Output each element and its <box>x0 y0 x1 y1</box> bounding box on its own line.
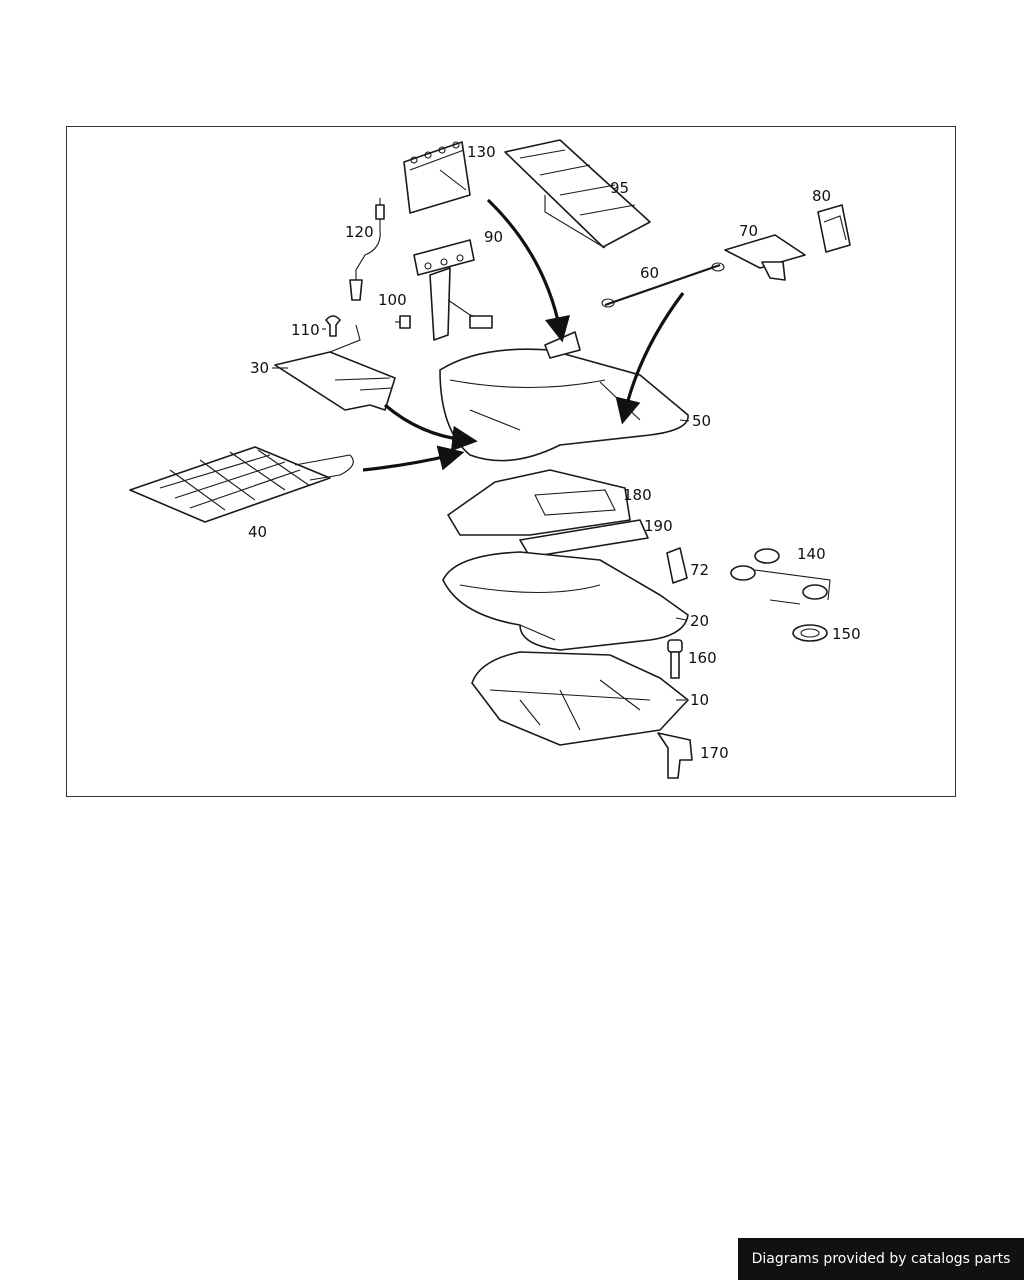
label-20: 20 <box>690 612 709 630</box>
part-50 <box>439 331 689 462</box>
label-95: 95 <box>610 179 629 197</box>
part-72 <box>666 547 688 584</box>
part-160 <box>667 639 683 679</box>
label-50: 50 <box>692 412 711 430</box>
label-100: 100 <box>378 291 407 309</box>
label-130: 130 <box>467 143 496 161</box>
credit-banner: Diagrams provided by catalogs parts <box>738 1238 1024 1280</box>
label-90: 90 <box>484 228 503 246</box>
part-20 <box>442 551 689 651</box>
part-110 <box>325 315 341 337</box>
part-180 <box>447 469 631 536</box>
part-130 <box>403 141 471 214</box>
label-190: 190 <box>644 517 673 535</box>
label-80: 80 <box>812 187 831 205</box>
leader-lines <box>272 328 690 701</box>
label-180: 180 <box>623 486 652 504</box>
part-30 <box>274 324 396 411</box>
part-150 <box>792 624 828 642</box>
label-70: 70 <box>739 222 758 240</box>
label-30: 30 <box>250 359 269 377</box>
part-120 <box>349 198 385 301</box>
part-labels: 130 95 80 120 90 70 60 100 110 30 50 180… <box>248 143 861 762</box>
part-170 <box>657 732 693 779</box>
label-160: 160 <box>688 649 717 667</box>
label-60: 60 <box>640 264 659 282</box>
label-40: 40 <box>248 523 267 541</box>
part-10 <box>471 651 689 746</box>
label-110: 110 <box>291 321 320 339</box>
part-100 <box>395 315 411 329</box>
part-70 <box>724 234 806 281</box>
part-140 <box>730 548 831 605</box>
part-190 <box>519 519 649 558</box>
label-140: 140 <box>797 545 826 563</box>
part-95 <box>504 139 651 249</box>
label-170: 170 <box>700 744 729 762</box>
label-150: 150 <box>832 625 861 643</box>
part-90 <box>413 239 493 341</box>
label-72: 72 <box>690 561 709 579</box>
part-40 <box>129 446 354 523</box>
part-60 <box>601 262 725 308</box>
assembly-arrows <box>362 198 685 472</box>
diagram-frame <box>66 126 956 797</box>
label-120: 120 <box>345 223 374 241</box>
label-10: 10 <box>690 691 709 709</box>
part-80 <box>817 204 851 253</box>
